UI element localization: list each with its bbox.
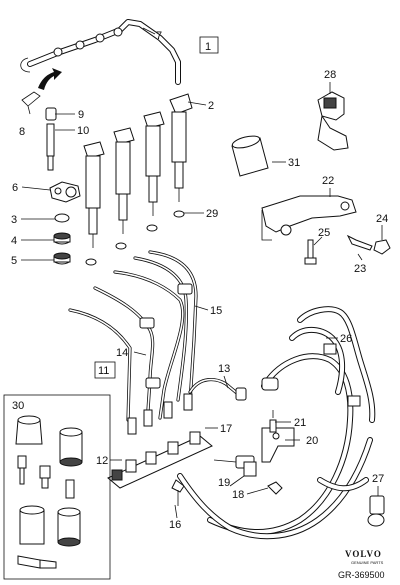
callout-4: 4 bbox=[11, 235, 17, 247]
washer-5 bbox=[53, 252, 71, 265]
callout-27: 27 bbox=[372, 473, 384, 485]
callout-24: 24 bbox=[376, 213, 388, 225]
connector-19 bbox=[243, 461, 257, 477]
callout-31: 31 bbox=[288, 157, 300, 169]
fuel-return-line bbox=[20, 19, 181, 85]
pin-10 bbox=[46, 123, 55, 171]
callout-18: 18 bbox=[232, 489, 244, 501]
sleeve-31 bbox=[231, 135, 269, 177]
sensor-28 bbox=[317, 91, 349, 151]
callout-22: 22 bbox=[322, 175, 334, 187]
callout-5: 5 bbox=[11, 255, 17, 267]
callout-30: 30 bbox=[12, 400, 24, 412]
callout-labels: 1 2 3 4 5 6 7 8 9 10 11 12 13 14 15 16 1… bbox=[11, 30, 388, 531]
bolt-16 bbox=[171, 479, 185, 506]
bracket-20 bbox=[261, 427, 295, 463]
callout-26: 26 bbox=[340, 333, 352, 345]
brand-subtitle: GENUINE PARTS bbox=[351, 560, 384, 565]
callout-2: 2 bbox=[208, 100, 214, 112]
repair-kit-30 bbox=[3, 394, 111, 580]
bolt-21 bbox=[269, 410, 277, 433]
callout-28: 28 bbox=[324, 69, 336, 81]
sensor-27 bbox=[367, 495, 385, 527]
callout-7: 7 bbox=[156, 30, 162, 42]
common-rail-12 bbox=[107, 393, 213, 489]
callout-12: 12 bbox=[96, 455, 108, 467]
callout-15: 15 bbox=[210, 305, 222, 317]
pipe-13 bbox=[188, 378, 247, 401]
bracket-22 bbox=[261, 195, 357, 241]
callout-6: 6 bbox=[12, 182, 18, 194]
callout-14: 14 bbox=[116, 347, 128, 359]
brand-name: VOLVO bbox=[345, 549, 382, 559]
o-ring-3 bbox=[54, 213, 70, 223]
washer-4 bbox=[53, 232, 71, 245]
fuel-hoses-26 bbox=[177, 306, 376, 540]
direction-arrow bbox=[38, 68, 62, 90]
callout-21: 21 bbox=[294, 417, 306, 429]
nut-18 bbox=[267, 481, 283, 495]
leader-lines bbox=[21, 27, 383, 519]
callout-19: 19 bbox=[218, 477, 230, 489]
callout-17: 17 bbox=[220, 423, 232, 435]
callout-20: 20 bbox=[306, 435, 318, 447]
clamp-6 bbox=[49, 181, 81, 203]
delivery-pipes-15 bbox=[68, 250, 198, 422]
callout-16: 16 bbox=[169, 519, 181, 531]
callout-29: 29 bbox=[206, 208, 218, 220]
callout-3: 3 bbox=[11, 214, 17, 226]
callout-9: 9 bbox=[78, 109, 84, 121]
callout-8: 8 bbox=[19, 126, 25, 138]
callout-25: 25 bbox=[318, 227, 330, 239]
callout-1: 1 bbox=[205, 41, 211, 53]
brand-mark: VOLVO GENUINE PARTS bbox=[345, 549, 384, 565]
sleeve-9 bbox=[45, 107, 57, 121]
callout-10: 10 bbox=[77, 125, 89, 137]
callout-23: 23 bbox=[354, 263, 366, 275]
bolt-25 bbox=[304, 239, 317, 265]
clip-8 bbox=[21, 91, 41, 115]
callout-11: 11 bbox=[98, 365, 109, 377]
diagram-reference: GR-369500 bbox=[338, 570, 385, 580]
nut-24 bbox=[373, 239, 391, 255]
injectors-2 bbox=[83, 93, 193, 266]
callout-13: 13 bbox=[218, 363, 230, 375]
stud-23 bbox=[346, 234, 373, 251]
